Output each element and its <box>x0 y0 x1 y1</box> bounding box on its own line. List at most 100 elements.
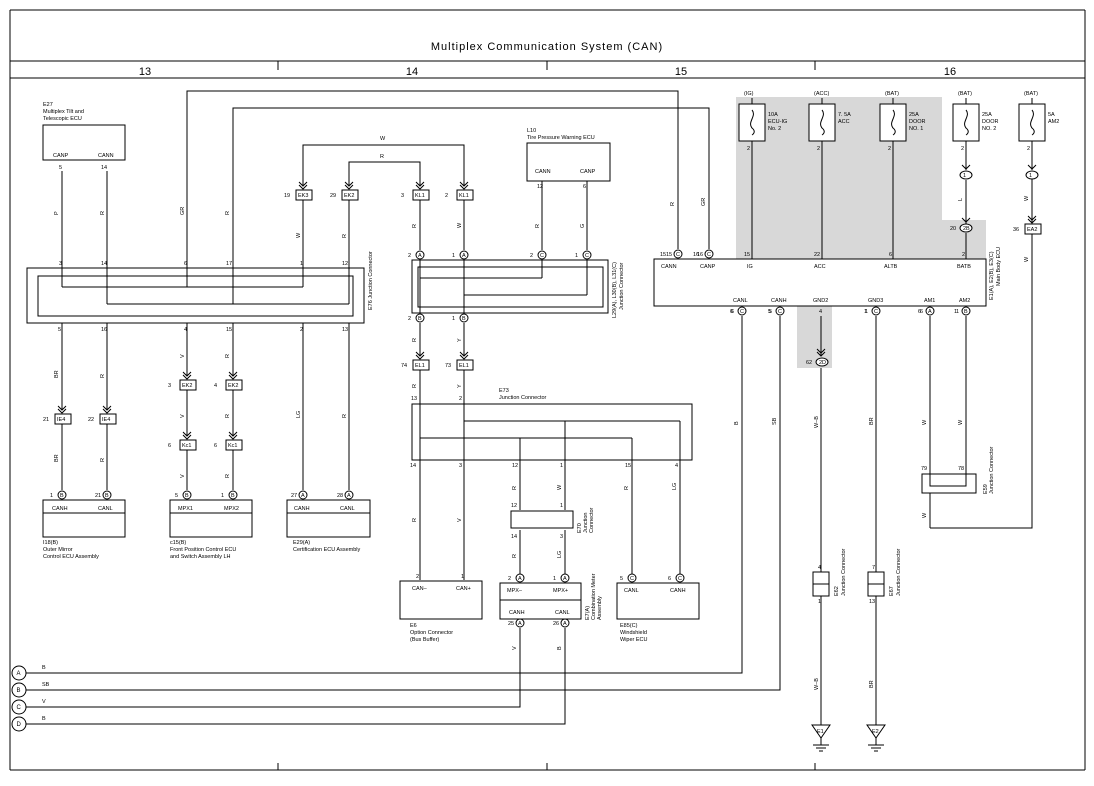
l29-label-2: Junction Connector <box>619 262 625 310</box>
am2-arrow <box>1027 164 1037 170</box>
pin-ecu-canh-num: 5 <box>768 309 771 315</box>
fuse-2-rating: 7. 5A <box>838 112 851 118</box>
e29-name: Certification ECU Assembly <box>293 547 360 553</box>
wire-color-y-2: Y <box>457 384 463 388</box>
pin-ecu-canh: C5 <box>768 306 785 316</box>
e85-ref: E85(C) <box>620 623 638 629</box>
wire-color-r-8: R <box>225 354 231 358</box>
svg-text:B: B <box>42 665 46 671</box>
pin-e7-25a: A 25 <box>508 618 525 628</box>
pin-l29-1b-num: 1 <box>452 316 455 322</box>
e67-pin-7: 7 <box>872 565 875 571</box>
svg-text:CANP: CANP <box>700 264 716 270</box>
svg-text:1: 1 <box>560 503 563 509</box>
e59-name: Junction Connector <box>989 446 995 494</box>
pin-e29-canh: A 27 <box>291 490 308 500</box>
gnd-shading <box>797 306 832 368</box>
svg-text:4: 4 <box>819 309 822 315</box>
pin-e7-1a-num: 1 <box>553 576 556 582</box>
l10-pin-cann: CANN <box>535 169 551 175</box>
wire-color-wb-2: W–B <box>814 678 820 690</box>
fuse-5-rating: 5A <box>1048 112 1055 118</box>
wire-color-b-1: B <box>557 646 563 650</box>
pin-e85-canh-letter: C <box>678 576 682 582</box>
svg-text:C: C <box>17 705 22 711</box>
fuse-1-source: (IG) <box>744 91 754 97</box>
e59-ref: E59 <box>983 484 989 494</box>
e70-ref: E70 <box>577 523 583 533</box>
svg-text:ALTB: ALTB <box>884 264 898 270</box>
pin-ecu-gnd3-letter: C <box>874 309 878 315</box>
i18-ref: I18(B) <box>43 540 58 546</box>
connector-ek2-right-id: EK2 <box>228 383 238 389</box>
main-body-ecu-bottom-pins: CANL CANH GND2 GND3 AM1 AM2 6 5 4 1 6 1 <box>731 298 970 315</box>
pin-e7-25a-letter: A <box>518 621 522 627</box>
pin-e29-canh-num: 27 <box>291 493 297 499</box>
batb-arrow <box>961 217 971 223</box>
svg-text:GND2: GND2 <box>813 298 828 304</box>
c15-pin-mpx1: MPX1 <box>178 506 193 512</box>
pin-l29-2a: A2 <box>408 250 425 260</box>
pin-e29-canl-letter: A <box>347 493 351 499</box>
pin-l29-2b-letter: B <box>418 316 422 322</box>
e62-name: Junction Connector <box>841 548 847 596</box>
pin-c15-mpx1-num: 5 <box>175 493 178 499</box>
connector-ek2-upper-pin: 29 <box>330 193 336 199</box>
svg-text:E2: E2 <box>872 729 879 735</box>
ground-symbol-e1: E1 <box>811 724 831 752</box>
pin-e7-25a-num: 25 <box>508 621 514 627</box>
e73-name: Junction Connector <box>499 395 547 401</box>
svg-text:IG: IG <box>747 264 753 270</box>
wire-color-r-16: R <box>512 486 518 490</box>
e6-pin-can-plus: CAN+ <box>456 586 471 592</box>
svg-text:12: 12 <box>511 503 517 509</box>
pin-i18-canh-num: 1 <box>50 493 53 499</box>
pin-ecu-cann-letter: C <box>676 252 680 258</box>
connector-ek3-pin: 19 <box>284 193 290 199</box>
e62-ref: E62 <box>834 586 840 596</box>
l29-inner-box <box>417 266 604 308</box>
connector-ea2-id: EA2 <box>1027 227 1037 233</box>
fuse-1-pin: 2 <box>747 146 750 152</box>
connector-kc1-left-id: Kc1 <box>182 443 191 449</box>
svg-text:CANN: CANN <box>661 264 677 270</box>
wire-color-l: L <box>958 198 964 201</box>
pin-e29-canh-letter: A <box>301 493 305 499</box>
l10-ref: L10 <box>527 128 536 134</box>
svg-text:AM2: AM2 <box>959 298 970 304</box>
e7-name-2: Assembly <box>597 596 603 620</box>
fuse-4-pin: 2 <box>961 146 964 152</box>
pin-e85-canl-num: 5 <box>620 576 623 582</box>
e67-pin-13: 13 <box>869 599 875 605</box>
svg-text:1: 1 <box>865 309 868 315</box>
junction-block-2d-label: 2D <box>819 360 826 366</box>
fuse-4-rating: 25A <box>982 112 992 118</box>
pin-e7-2a-num: 2 <box>508 576 511 582</box>
wire-color-b-2: B <box>734 421 740 425</box>
diagram-title: Multiplex Communication System (CAN) <box>431 41 663 53</box>
e6-ref: E6 <box>410 623 417 629</box>
connector-ek2-left-id: EK2 <box>182 383 192 389</box>
main-body-ecu-top-pins: CANN CANP IG ACC ALTB BATB 15 16 15 22 6… <box>660 252 971 270</box>
junction-block-2b-label: 2B <box>963 226 970 232</box>
e70-name-1: Junction <box>583 513 589 534</box>
svg-text:2: 2 <box>962 252 965 258</box>
pin-ecu-am1-num: 6 <box>918 309 921 315</box>
svg-text:1: 1 <box>956 309 959 315</box>
pin-l29-2b: B2 <box>408 313 425 323</box>
e7-pin-mpx-plus: MPX+ <box>553 588 568 594</box>
e27-pin-canp: CANP <box>53 153 69 159</box>
wire-color-lg-3: LG <box>672 483 678 490</box>
wire-color-g: G <box>580 224 586 228</box>
bus-line-d: D B <box>11 716 46 732</box>
wire-color-w-4: W <box>922 419 928 425</box>
e1-main-body-ecu <box>653 258 987 307</box>
wire-color-r-top: R <box>380 154 384 160</box>
oval-pin-am2-label: 1 <box>1029 173 1032 179</box>
pin-e85-canl-letter: C <box>630 576 634 582</box>
